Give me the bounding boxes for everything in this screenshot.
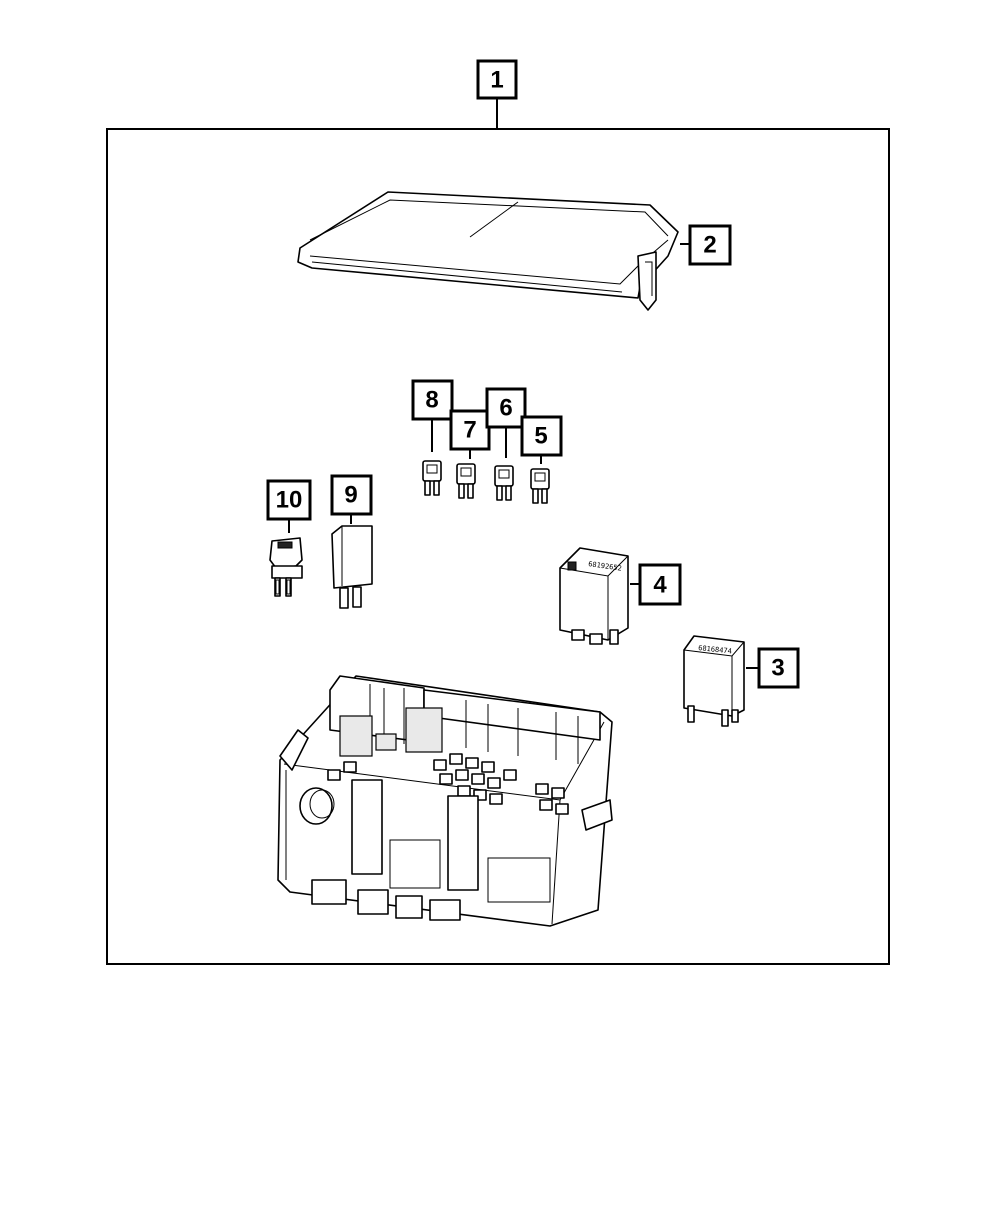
mini-fuse-6 bbox=[494, 465, 514, 501]
relay-4: 68192652 bbox=[559, 547, 629, 645]
callout-9: 9 bbox=[330, 474, 373, 524]
mini-fuse-8 bbox=[422, 460, 442, 496]
callout-2: 2 bbox=[680, 224, 732, 266]
mini-fuse-5 bbox=[530, 468, 550, 504]
callout-6-label: 6 bbox=[499, 395, 512, 422]
fuse-9 bbox=[331, 525, 373, 609]
relay-3: 68168474 bbox=[683, 635, 745, 727]
fuse-box-cover bbox=[297, 191, 679, 311]
callout-3-label: 3 bbox=[771, 655, 784, 682]
front-latch-left bbox=[351, 779, 383, 875]
relay-3-marking: 68168474 bbox=[698, 644, 732, 655]
callout-4: 4 bbox=[630, 563, 682, 606]
callout-6: 6 bbox=[485, 387, 527, 458]
callout-4-label: 4 bbox=[653, 572, 667, 599]
callout-10-label: 10 bbox=[276, 487, 303, 514]
mounting-stud bbox=[299, 787, 335, 825]
callout-3: 3 bbox=[746, 647, 800, 689]
circuit-breaker-10 bbox=[269, 537, 303, 597]
callout-9-label: 9 bbox=[344, 482, 357, 509]
callout-2-label: 2 bbox=[703, 232, 716, 259]
callout-5: 5 bbox=[520, 415, 563, 464]
callout-1-label: 1 bbox=[490, 67, 503, 94]
mini-fuse-7 bbox=[456, 463, 476, 499]
callout-8-label: 8 bbox=[425, 387, 438, 414]
callout-7-label: 7 bbox=[463, 417, 476, 444]
fuse-box-body bbox=[277, 675, 613, 927]
callout-8: 8 bbox=[411, 379, 454, 452]
callout-5-label: 5 bbox=[534, 423, 547, 450]
callout-7: 7 bbox=[449, 409, 491, 459]
fuse-array bbox=[327, 753, 569, 815]
front-latch-center bbox=[447, 795, 479, 891]
callout-10: 10 bbox=[266, 479, 312, 533]
callout-1: 1 bbox=[476, 59, 518, 129]
